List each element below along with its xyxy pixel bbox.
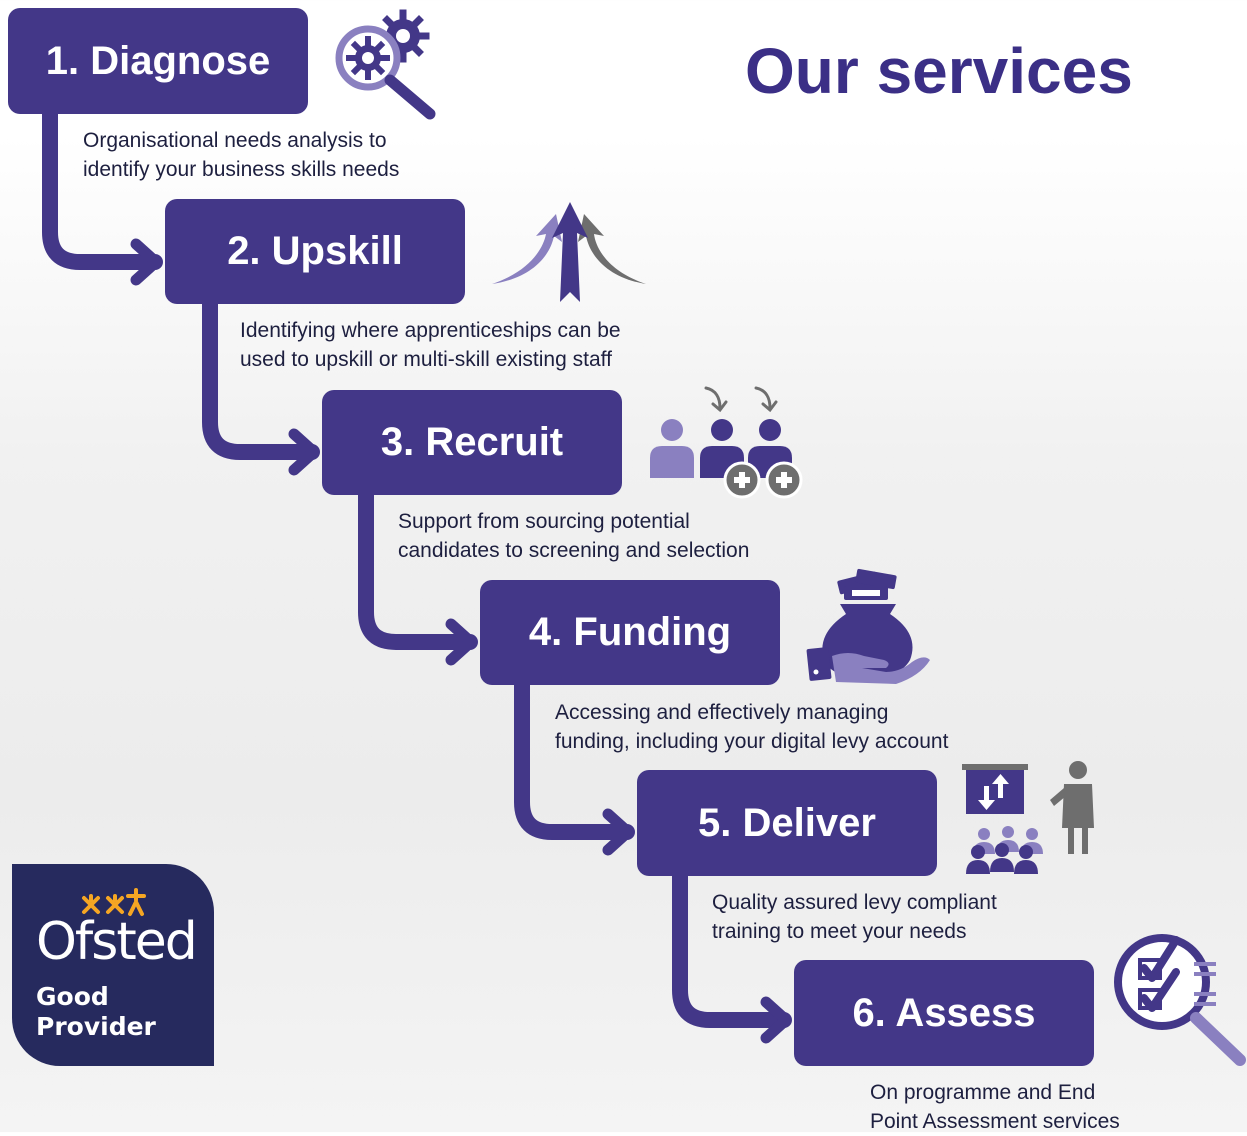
ofsted-logo-text: Ofsted	[36, 912, 198, 972]
connector-2-3	[202, 294, 320, 460]
arrowhead-6	[760, 996, 792, 1044]
step-assess: 6. Assess	[794, 960, 1094, 1066]
arrowhead-4	[445, 618, 477, 666]
ofsted-badge: Ofsted Good Provider	[12, 864, 214, 1066]
arrowhead-2	[130, 238, 162, 286]
step-upskill-description: Identifying where apprenticeships can be…	[240, 319, 621, 371]
step-upskill: 2. Upskill	[165, 199, 465, 304]
presentation-audience-icon	[962, 761, 1094, 874]
page-title: Our services	[745, 35, 1133, 107]
money-bag-hand-icon	[806, 568, 930, 684]
step-diagnose: 1. Diagnose	[8, 8, 308, 114]
checklist-magnifier-icon	[1114, 934, 1246, 1066]
arrowhead-5	[602, 808, 634, 856]
stars-icon	[82, 888, 146, 916]
gears-magnifier-icon	[335, 9, 436, 120]
connector-4-5	[514, 674, 635, 840]
step-funding: 4. Funding	[480, 580, 780, 685]
connector-3-4	[358, 484, 478, 650]
add-people-icon	[650, 386, 803, 499]
connector-1-2	[42, 104, 163, 270]
step-deliver: 5. Deliver	[637, 770, 937, 876]
ofsted-rating: Good Provider	[36, 982, 156, 1041]
connector-5-6	[672, 864, 792, 1028]
arrowhead-3	[288, 428, 320, 476]
upward-arrows-icon	[492, 202, 646, 302]
step-recruit: 3. Recruit	[322, 390, 622, 495]
